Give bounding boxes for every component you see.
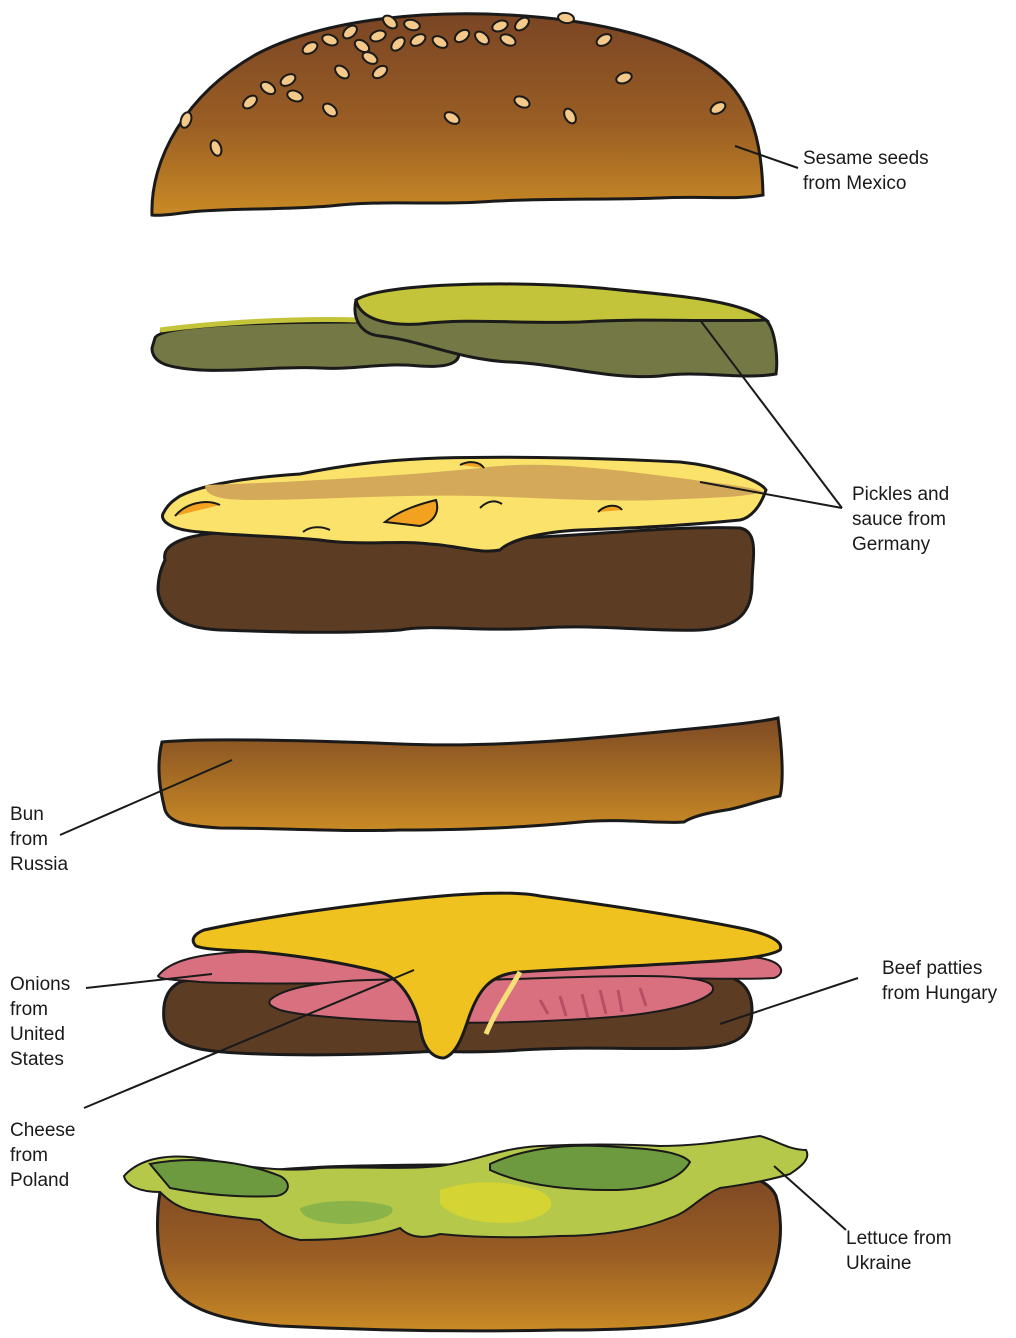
cheese-label: Cheese from Poland	[10, 1118, 76, 1193]
lettuce-leader-line	[774, 1166, 846, 1230]
pickle-slices	[152, 284, 777, 377]
bun-label: Bun from Russia	[10, 802, 68, 877]
pickles-sauce-label: Pickles and sauce from Germany	[852, 482, 949, 557]
lettuce-label: Lettuce from Ukraine	[846, 1226, 952, 1276]
sesame-seeds-label: Sesame seeds from Mexico	[803, 146, 929, 196]
top-bun	[152, 14, 763, 215]
onions-label: Onions from United States	[10, 972, 70, 1072]
beef-patties-label: Beef patties from Hungary	[882, 956, 997, 1006]
middle-bun	[159, 718, 782, 831]
